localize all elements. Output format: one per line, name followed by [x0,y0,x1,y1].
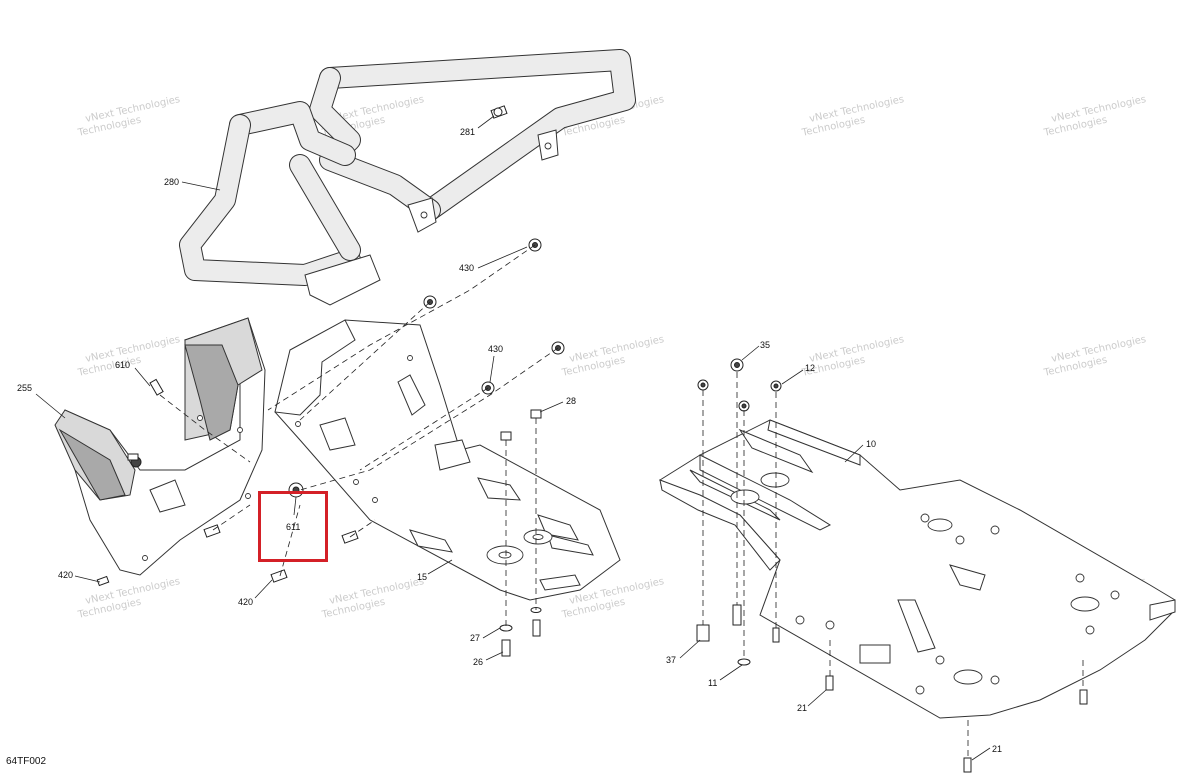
callout-21[interactable]: 21 [992,744,1002,754]
callout-26[interactable]: 26 [473,657,483,667]
callout-21[interactable]: 21 [797,703,807,713]
skid-plate-10[interactable] [658,419,1176,719]
callout-280[interactable]: 280 [164,177,179,187]
callout-610[interactable]: 610 [115,360,130,370]
skid-plate-15[interactable] [274,319,621,601]
callout-281[interactable]: 281 [460,127,475,137]
callout-35[interactable]: 35 [760,340,770,350]
callout-12[interactable]: 12 [805,363,815,373]
callout-420[interactable]: 420 [58,570,73,580]
guard-plate-255[interactable] [54,317,266,576]
callouts: 280 281 430 430 610 255 611 420 420 15 2… [17,127,1002,754]
front-bumper-part[interactable] [179,49,636,306]
nut-611[interactable] [288,482,304,498]
assembly-lines [159,244,1084,758]
callout-430[interactable]: 430 [488,344,503,354]
stud-610[interactable] [127,378,164,468]
callout-430[interactable]: 430 [459,263,474,273]
callout-37[interactable]: 37 [666,655,676,665]
highlight-box-611 [258,491,328,562]
bolt-281[interactable] [490,105,508,119]
callout-10[interactable]: 10 [866,439,876,449]
callout-420[interactable]: 420 [238,597,253,607]
callout-27[interactable]: 27 [470,633,480,643]
callout-255[interactable]: 255 [17,383,32,393]
figure-code: 64TF002 [6,756,47,767]
callout-611[interactable]: 611 [286,522,300,532]
fastener-group-right[interactable] [696,358,1088,773]
leader-lines [35,115,991,761]
callout-11[interactable]: 11 [708,678,717,688]
nut-430[interactable] [423,238,565,395]
callout-15[interactable]: 15 [417,572,427,582]
callout-28[interactable]: 28 [566,396,576,406]
